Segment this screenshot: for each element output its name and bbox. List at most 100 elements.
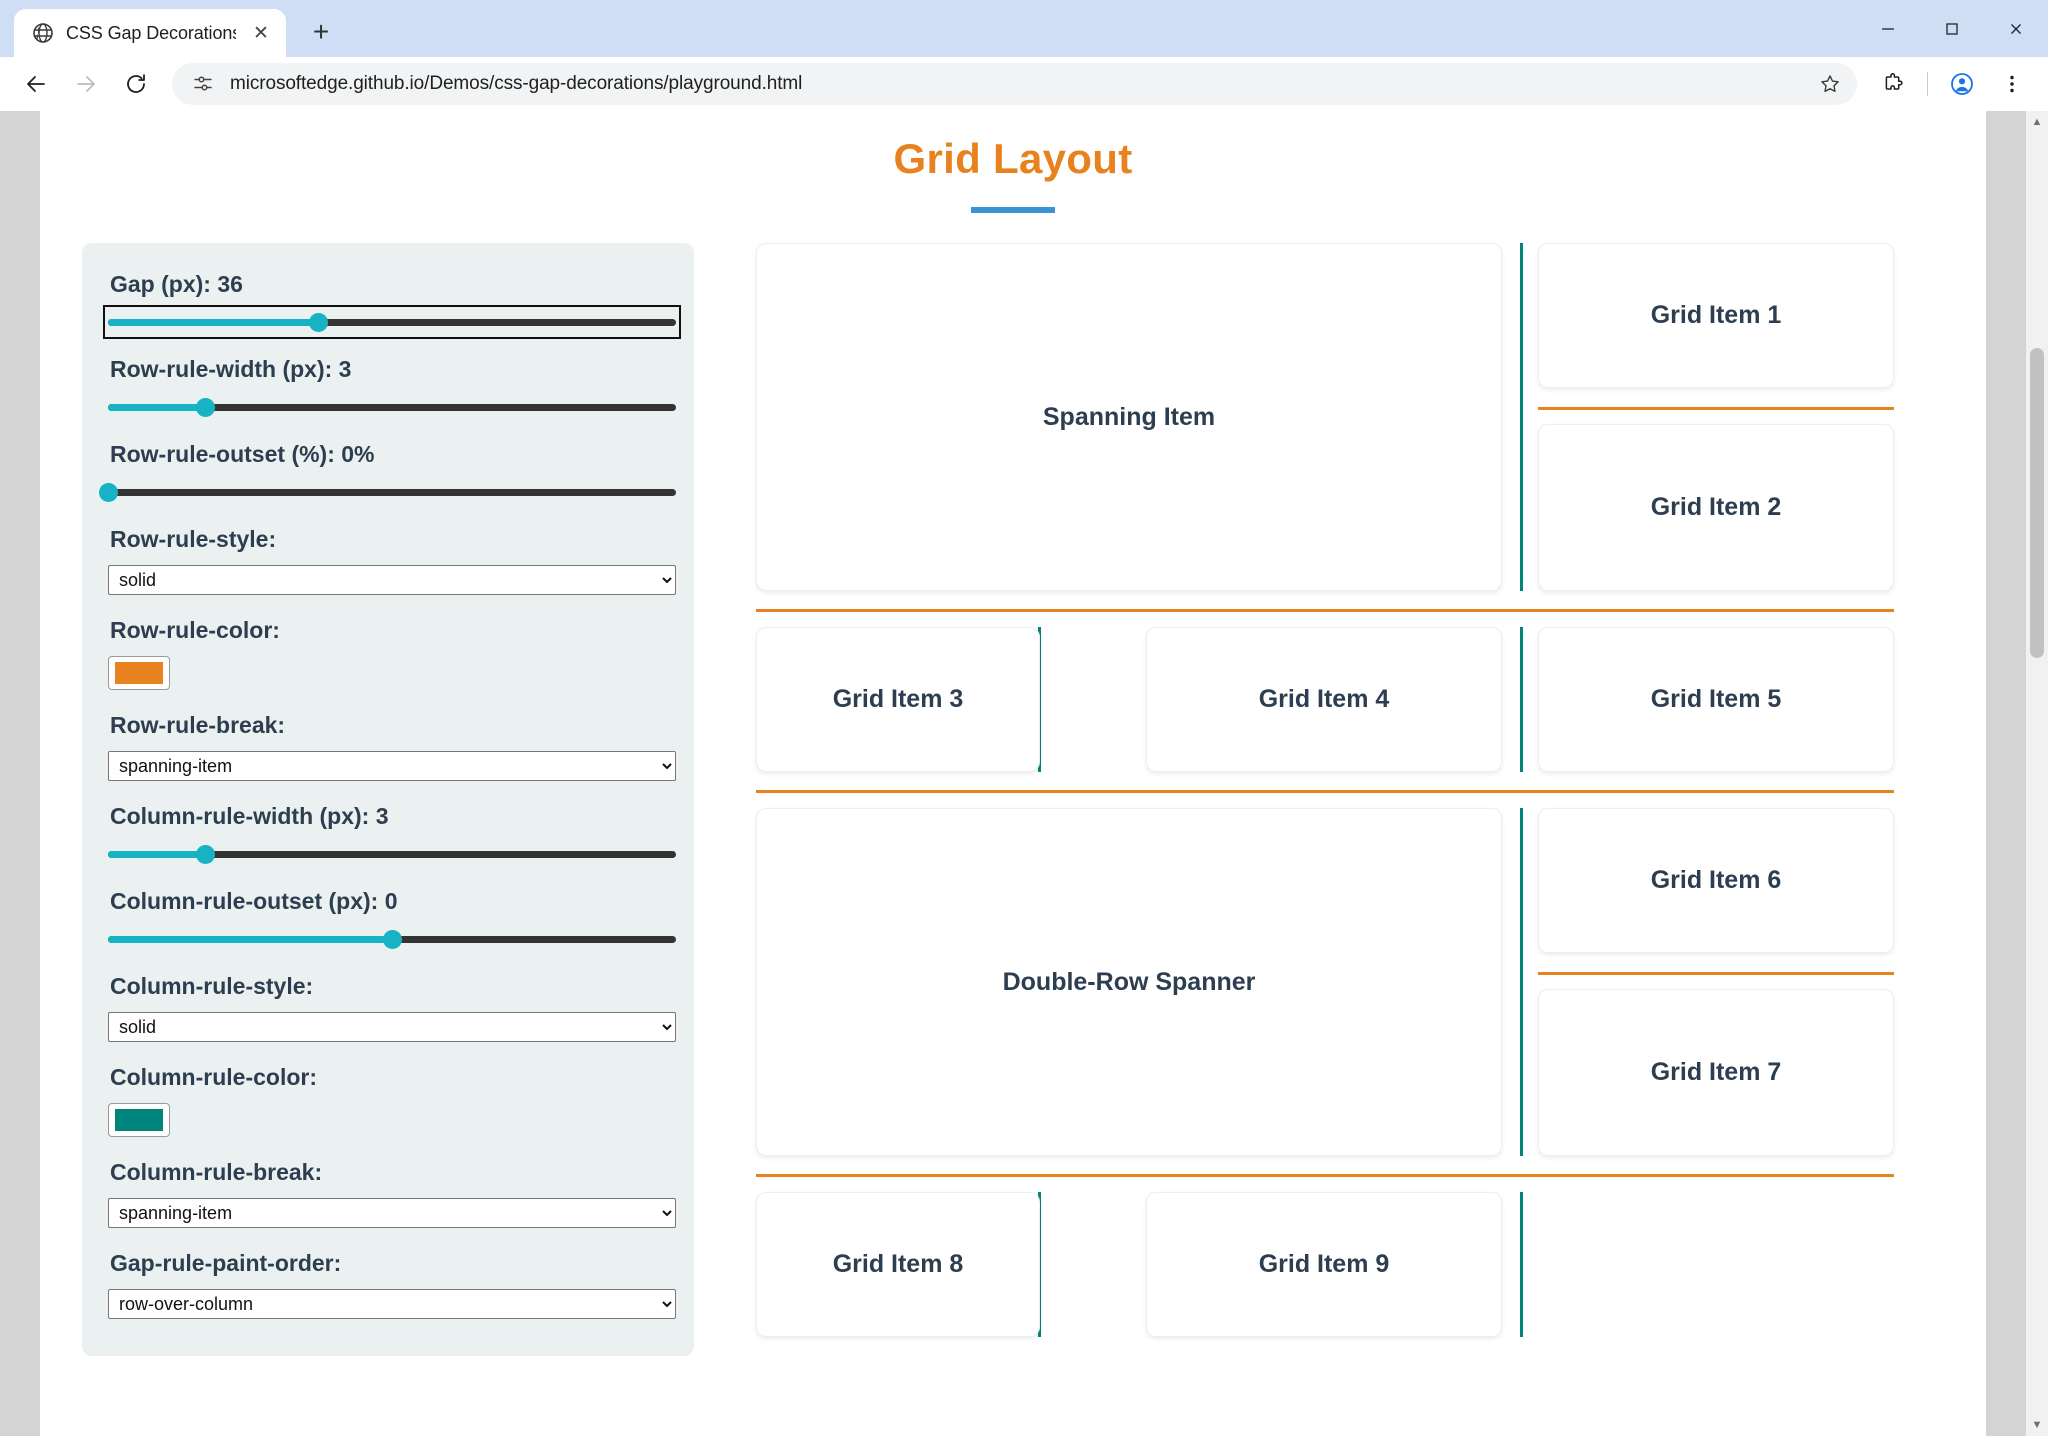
color-swatch <box>115 662 163 684</box>
color-swatch <box>115 1109 163 1131</box>
select-gap-rule-paint-order[interactable]: row-over-columncolumn-over-row <box>108 1289 676 1319</box>
more-menu-icon[interactable] <box>1990 62 2034 106</box>
browser-toolbar: microsoftedge.github.io/Demos/css-gap-de… <box>0 57 2048 111</box>
slider-column-rule-outset[interactable] <box>108 927 676 951</box>
control-row-rule-style: Row-rule-style: nonesoliddasheddotteddoub… <box>108 526 676 595</box>
label-row-rule-break: Row-rule-break: <box>110 712 286 738</box>
title-bar: CSS Gap Decorations playground ✕ + <box>0 0 2048 57</box>
control-column-rule-break: Column-rule-break:nonespanning-iteminter… <box>108 1159 676 1228</box>
demo-grid: Spanning Item Grid Item 1 Grid Item 2 Grid … <box>756 243 1894 1356</box>
grid-item-label: Grid Item 6 <box>1650 866 1782 894</box>
column-rule-3 <box>1520 808 1523 1156</box>
column-rule-4 <box>1520 1192 1523 1337</box>
select-row-rule-break[interactable]: nonespanning-itemintersection <box>108 751 676 781</box>
grid-item: Grid Item 4 <box>1146 627 1502 772</box>
toolbar-divider <box>1927 72 1928 96</box>
grid-item-label: Grid Item 7 <box>1650 1058 1782 1086</box>
label-row-rule-outset: Row-rule-outset (%): 0% <box>110 441 375 467</box>
column-rule-0 <box>1520 243 1523 591</box>
close-tab-icon[interactable]: ✕ <box>253 22 269 44</box>
control-row-rule-outset: Row-rule-outset (%): 0% <box>99 441 676 504</box>
label-column-rule-outset: Column-rule-outset (px): 0 <box>110 888 398 914</box>
control-gap: Gap (px): 36 <box>103 271 681 339</box>
select-column-rule-break[interactable]: nonespanning-itemintersection <box>108 1198 676 1228</box>
slider-thumb[interactable] <box>309 313 329 332</box>
grid-item-label: Grid Item 4 <box>1258 685 1390 713</box>
address-bar[interactable]: microsoftedge.github.io/Demos/css-gap-de… <box>172 63 1857 105</box>
slider-column-rule-width[interactable] <box>108 842 676 866</box>
label-row-rule-width: Row-rule-width (px): 3 <box>110 356 352 382</box>
control-row-rule-width: Row-rule-width (px): 3 <box>108 356 676 419</box>
slider-thumb[interactable] <box>195 398 215 417</box>
slider-thumb[interactable] <box>195 845 215 864</box>
label-row-rule-style: Row-rule-style: <box>110 526 277 552</box>
grid-item: Grid Item 2 <box>1538 424 1894 591</box>
page-title: Grid Layout <box>893 135 1133 182</box>
grid-item: Grid Item 7 <box>1538 989 1894 1156</box>
grid-item: Grid Item 8 <box>756 1192 1040 1337</box>
close-window-button[interactable] <box>1984 0 2048 57</box>
color-picker-column-rule-color[interactable] <box>108 1103 170 1137</box>
slider-fill <box>108 936 392 943</box>
label-row-rule-color: Row-rule-color: <box>110 617 280 643</box>
bookmark-star-icon[interactable] <box>1813 67 1847 101</box>
grid-item-label: Double-Row Spanner <box>1002 967 1256 996</box>
slider-row-rule-outset[interactable] <box>99 480 676 504</box>
browser-tab[interactable]: CSS Gap Decorations playground ✕ <box>14 9 286 57</box>
controls-panel: Gap (px): 36 Row-rule-width (px): 3 Row-ru… <box>82 243 694 1356</box>
maximize-button[interactable] <box>1920 0 1984 57</box>
reload-button[interactable] <box>114 62 158 106</box>
label-column-rule-style: Column-rule-style: <box>110 973 314 999</box>
slider-track[interactable] <box>108 319 676 326</box>
url-text: microsoftedge.github.io/Demos/css-gap-de… <box>230 73 803 94</box>
slider-fill <box>108 404 205 411</box>
grid-item: Grid Item 6 <box>1538 808 1894 953</box>
scrollbar-track[interactable] <box>2026 133 2048 1414</box>
grid-item: Grid Item 1 <box>1538 243 1894 388</box>
page-layout: Gap (px): 36 Row-rule-width (px): 3 Row-ru… <box>40 213 1986 1356</box>
slider-fill <box>108 851 205 858</box>
slider-gap[interactable] <box>103 305 681 339</box>
select-column-rule-style[interactable]: nonesoliddasheddotteddoublegrooveridgein… <box>108 1012 676 1042</box>
control-gap-rule-paint-order: Gap-rule-paint-order:row-over-columncolu… <box>108 1250 676 1319</box>
minimize-button[interactable] <box>1856 0 1920 57</box>
grid-item-label: Grid Item 1 <box>1650 301 1782 329</box>
site-settings-icon[interactable] <box>190 71 216 97</box>
grid-item: Grid Item 5 <box>1538 627 1894 772</box>
grid-item-label: Grid Item 3 <box>832 685 964 713</box>
new-tab-button[interactable]: + <box>312 16 330 47</box>
row-rule-0 <box>1538 407 1894 410</box>
control-column-rule-outset: Column-rule-outset (px): 0 <box>108 888 676 951</box>
slider-track[interactable] <box>108 404 676 411</box>
control-column-rule-style: Column-rule-style: nonesoliddasheddottedd… <box>108 973 676 1042</box>
extensions-puzzle-icon[interactable] <box>1871 62 1915 106</box>
slider-track[interactable] <box>108 851 676 858</box>
row-rule-2 <box>756 790 1894 793</box>
scrollbar-thumb[interactable] <box>2030 348 2044 658</box>
column-rule-1 <box>1520 627 1523 772</box>
grid-item-label: Spanning Item <box>1042 402 1216 431</box>
slider-thumb[interactable] <box>383 930 402 949</box>
color-picker-row-rule-color[interactable] <box>108 656 170 690</box>
forward-button[interactable] <box>64 62 108 106</box>
back-button[interactable] <box>14 62 58 106</box>
globe-icon <box>32 22 54 44</box>
slider-row-rule-width[interactable] <box>108 395 676 419</box>
label-gap: Gap (px): 36 <box>110 271 243 297</box>
profile-avatar-icon[interactable] <box>1940 62 1984 106</box>
slider-track[interactable] <box>108 489 676 496</box>
page-canvas: Grid Layout Gap (px): 36 Row-rule-width (… <box>0 111 2026 1436</box>
page-scrollbar[interactable]: ▲ ▼ <box>2026 111 2048 1436</box>
grid-item: Grid Item 3 <box>756 627 1040 772</box>
slider-thumb[interactable] <box>99 483 118 502</box>
label-column-rule-color: Column-rule-color: <box>110 1064 317 1090</box>
control-row-rule-break: Row-rule-break: nonespanning-itemintersec… <box>108 712 676 781</box>
scroll-down-arrow[interactable]: ▼ <box>2031 1419 2043 1431</box>
window-controls <box>1856 0 2048 57</box>
grid-demo-area: Spanning Item Grid Item 1 Grid Item 2 Grid … <box>694 243 1944 1356</box>
grid-item: Double-Row Spanner <box>756 808 1502 1156</box>
control-column-rule-color: Column-rule-color: <box>108 1064 668 1137</box>
select-row-rule-style[interactable]: nonesoliddasheddotteddoublegrooveridgein… <box>108 565 676 595</box>
scroll-up-arrow[interactable]: ▲ <box>2031 116 2043 128</box>
